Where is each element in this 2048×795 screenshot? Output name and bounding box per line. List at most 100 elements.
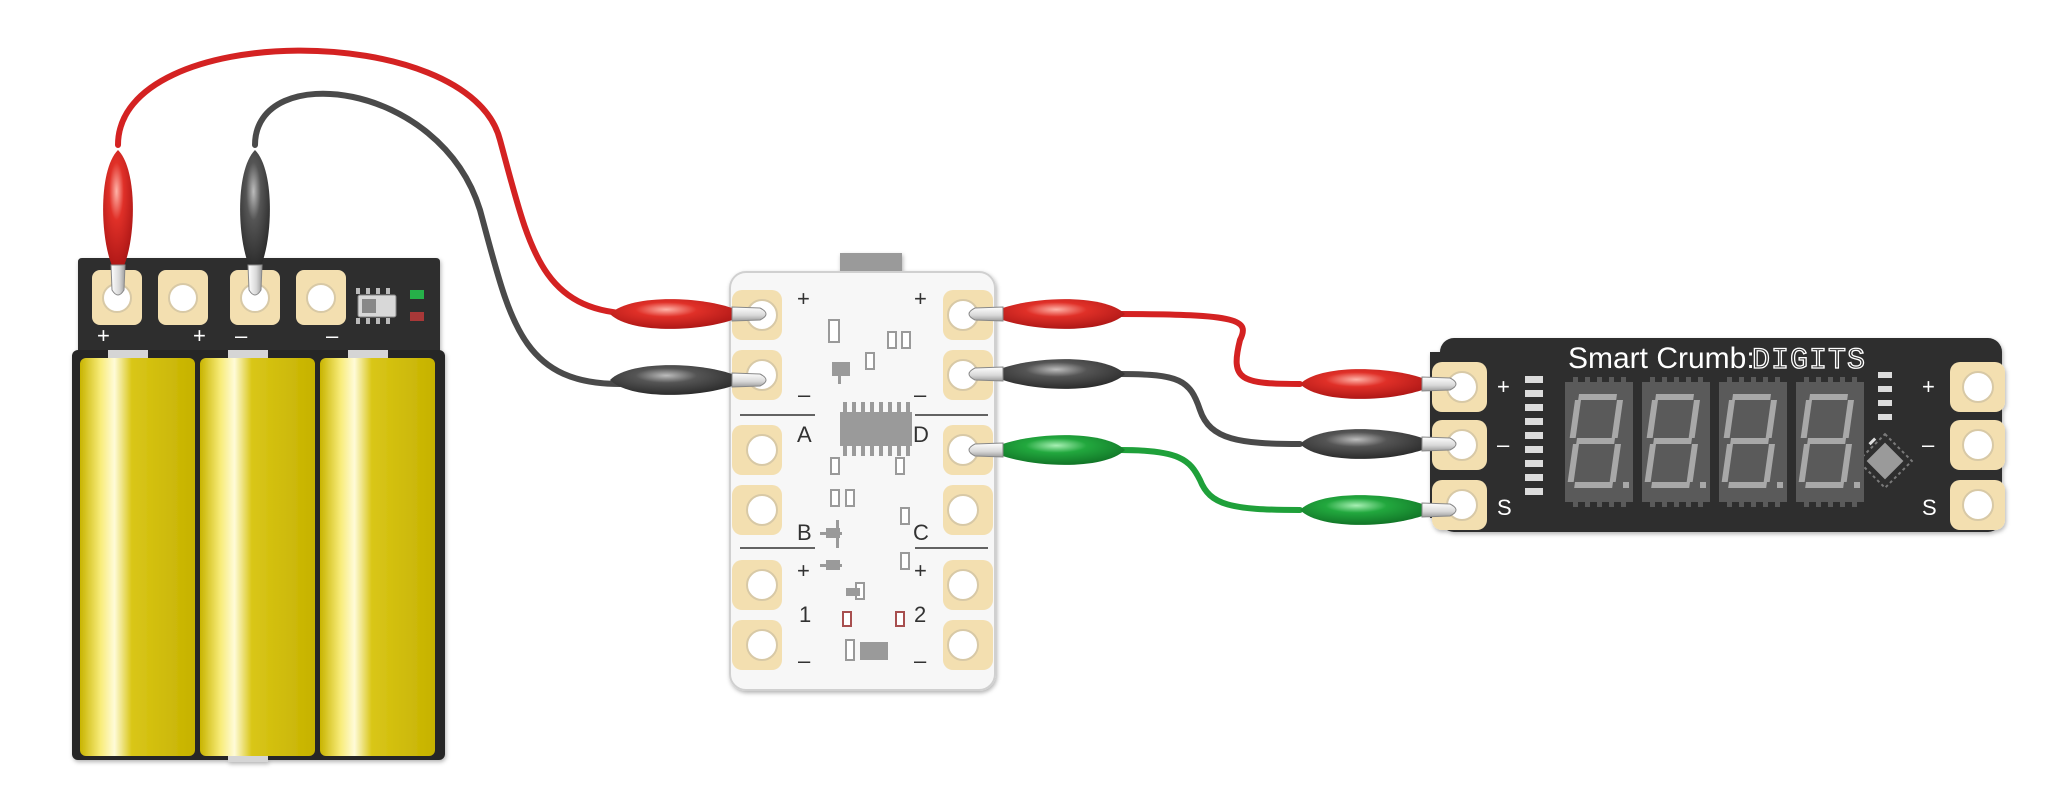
digit-3-segment-e [1721,444,1734,482]
battery-pack: + + – – [72,258,445,762]
crumble-pad-right-plus-2[interactable] [943,560,993,610]
battery-pad-minus-2[interactable] [296,270,346,325]
clip-green-crumble-right [968,435,1125,465]
crumble-pad-right-minus-2[interactable] [943,620,993,670]
digit-4-segment-d [1805,482,1845,488]
crumble-pad-B[interactable] [732,485,782,535]
crumble-label-B: B [797,520,812,545]
digits-pad-left-minus[interactable] [1432,420,1487,470]
wire-green-crumble-to-digits[interactable] [1117,447,1303,513]
crumble-label-right-plus: + [914,286,927,311]
digit-2-segment-c [1686,444,1699,482]
digit-4-segment-a [1809,394,1848,400]
digit-4-segment-c [1840,444,1853,482]
digit-4-segment-f [1800,400,1813,438]
digit-module-3 [1719,377,1787,507]
digits-label-left-signal: S [1497,495,1512,520]
digit-2-segment-f [1646,400,1659,438]
clip-black-digits [1300,429,1457,459]
crumble-pad-C[interactable] [943,485,993,535]
digits-label-left-plus: + [1497,374,1510,399]
digit-1-segment-c [1609,444,1622,482]
wire-black-crumble-to-digits[interactable] [1117,371,1303,447]
wire-black-battery-to-crumble[interactable] [252,90,623,387]
digit-2-segment-e [1644,444,1657,482]
crumble-label-C: C [913,520,929,545]
crumble-controller: + – + – A D B C + + 1 2 – – [729,253,996,691]
battery-pad-plus-1[interactable] [92,270,142,325]
clip-black-crumble-left [610,365,767,395]
battery-cell-2 [200,350,315,762]
digit-2-segment-b [1688,400,1701,438]
digits-pad-right-minus[interactable] [1950,420,2005,470]
clip-red-digits [1300,369,1457,399]
clip-black-battery [240,150,270,296]
digits-title: Smart Crumb: [1568,342,1755,375]
digit-3-segment-g [1730,438,1769,444]
battery-pad-minus-1[interactable] [230,270,280,325]
wire-red-battery-to-crumble[interactable] [115,47,643,317]
digit-4-segment-g [1807,438,1846,444]
digit-4-segment-e [1798,444,1811,482]
crumble-pad-right-plus[interactable] [943,290,993,340]
digit-2-segment-g [1653,438,1692,444]
digits-pad-right-signal[interactable] [1950,480,2005,530]
digits-label-left-minus: – [1497,432,1510,457]
wire-red-crumble-to-digits[interactable] [1117,311,1303,387]
crumble-pad-left-minus-2[interactable] [732,620,782,670]
battery-power-switch[interactable] [356,288,397,324]
digit-module-1 [1565,377,1633,507]
digits-pad-right-plus[interactable] [1950,362,2005,412]
crumble-label-bottom-left-minus: – [798,648,811,673]
seven-segment-display [1565,377,1864,507]
digit-1-segment-e [1567,444,1580,482]
digits-label-right-signal: S [1922,495,1937,520]
battery-cell-3 [320,350,435,756]
digits-title-suffix: DIGITS [1752,344,1866,378]
digits-chip [1856,432,1914,490]
battery-label-plus-2: + [193,323,206,348]
digit-3-segment-c [1763,444,1776,482]
digit-1-segment-a [1578,394,1617,400]
digits-smart-crumb: Smart Crumb: DIGITS + – S + – S [1430,338,2005,532]
digit-1-segment-b [1611,400,1624,438]
crumble-pad-D[interactable] [943,425,993,475]
crumble-label-right-minus: – [914,382,927,407]
digit-3-decimal-point [1777,482,1783,488]
battery-label-minus-2: – [326,323,339,348]
crumble-label-bottom-right-minus: – [914,648,927,673]
digit-2-segment-a [1655,394,1694,400]
clip-black-crumble-right [968,359,1125,389]
digit-1-segment-d [1574,482,1614,488]
crumble-label-A: A [797,422,812,447]
digit-1-segment-g [1576,438,1615,444]
digit-3-segment-f [1723,400,1736,438]
clips [103,150,1457,525]
digit-module-4 [1796,377,1864,507]
clip-red-crumble-left [610,299,767,329]
crumble-pad-right-minus[interactable] [943,350,993,400]
clip-green-digits [1300,495,1457,525]
crumble-label-bottom-right-plus: + [914,558,927,583]
digits-label-right-plus: + [1922,374,1935,399]
digit-3-segment-d [1728,482,1768,488]
crumble-pad-A[interactable] [732,425,782,475]
digit-3-segment-a [1732,394,1771,400]
crumble-label-left-plus: + [797,286,810,311]
crumble-label-bottom-left-plus: + [797,558,810,583]
digits-pad-left-signal[interactable] [1432,480,1487,530]
battery-led-red [410,312,424,321]
crumble-label-left-minus: – [798,382,811,407]
digits-label-right-minus: – [1922,432,1935,457]
battery-cell-1 [80,350,195,756]
wires [115,47,1303,513]
digit-1-segment-f [1569,400,1582,438]
digit-module-2 [1642,377,1710,507]
digits-right-indicator-bars [1878,372,1892,420]
clip-red-battery [103,150,133,296]
battery-pad-plus-2[interactable] [158,270,208,325]
crumble-pad-left-plus-2[interactable] [732,560,782,610]
digit-4-decimal-point [1854,482,1860,488]
digit-2-segment-d [1651,482,1691,488]
